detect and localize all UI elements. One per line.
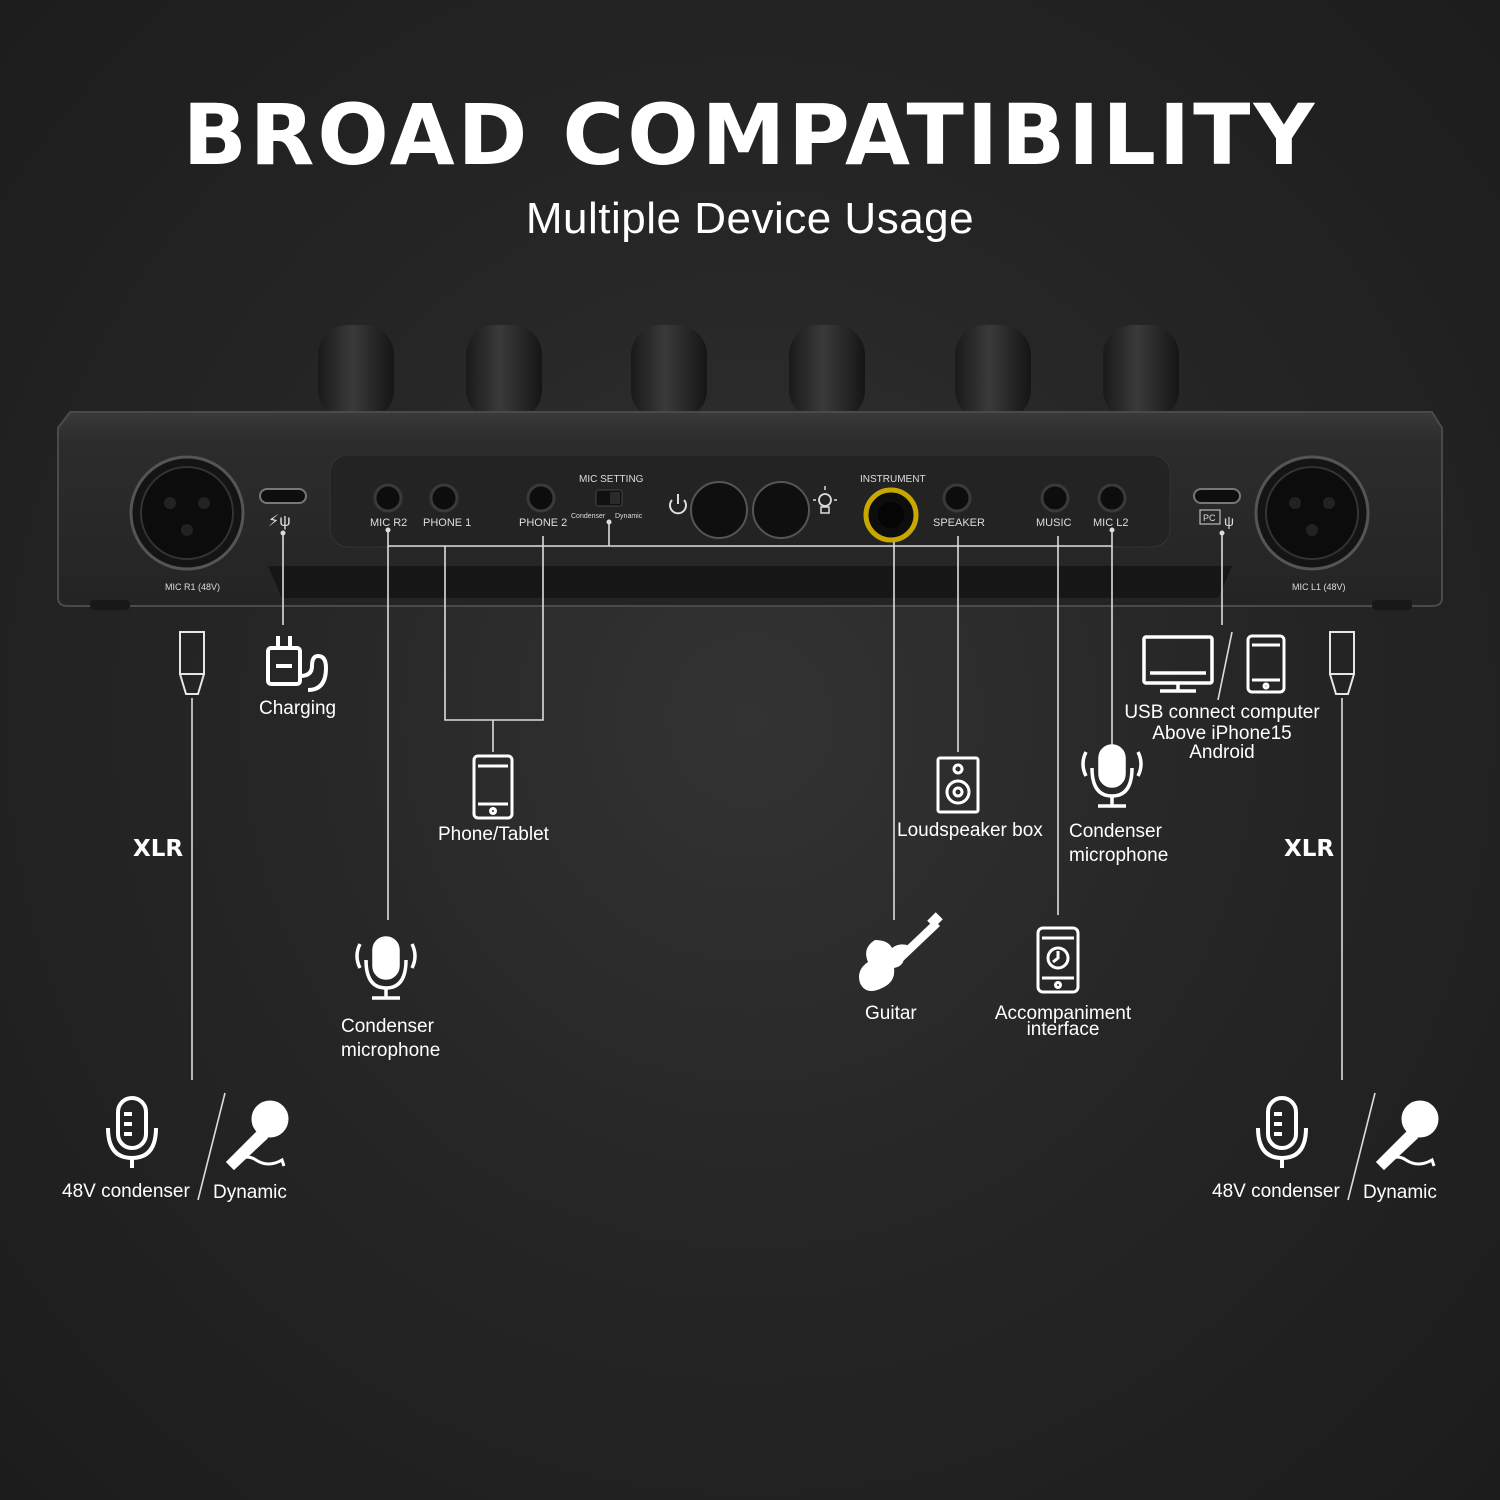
port-label-mic-r2: MIC R2 — [370, 517, 407, 529]
label-condenser-left-line1: Condenser — [341, 1016, 434, 1037]
mixer-body — [57, 411, 1443, 610]
dynamic-mic-icon — [225, 1100, 289, 1171]
label-guitar: Guitar — [865, 1003, 917, 1024]
phone-icon — [472, 754, 514, 820]
port-label-mic-r1: MIC R1 (48V) — [165, 582, 220, 592]
tablet-icon — [1246, 634, 1286, 694]
usb-c-pc-port[interactable] — [1193, 488, 1241, 504]
condenser-mic-icon — [1081, 744, 1143, 808]
label-xlr-right: XLR — [1284, 836, 1335, 862]
connection-dots — [280, 519, 1225, 536]
mic-setting-condenser: Condenser — [571, 513, 606, 520]
connection-lines — [191, 522, 1376, 1201]
jack-music[interactable] — [1040, 483, 1070, 513]
jack-phone1[interactable] — [429, 483, 459, 513]
instrument-jack[interactable] — [863, 487, 919, 543]
label-accompaniment-line1: Accompaniment — [994, 1003, 1132, 1024]
label-accompaniment-line2: interface — [1026, 1019, 1100, 1040]
port-label-phone2: PHONE 2 — [519, 517, 567, 529]
usb-c-charge-port[interactable] — [259, 488, 307, 504]
charge-usb-icon: ⚡︎ψ — [268, 513, 291, 530]
jack-speaker[interactable] — [942, 483, 972, 513]
condenser-mic-icon — [106, 1096, 158, 1168]
port-label-pc: PC — [1203, 513, 1216, 523]
label-condenser-left-line2: microphone — [341, 1040, 441, 1061]
label-charging: Charging — [259, 698, 337, 719]
xlr-plug-icon — [179, 631, 205, 695]
jack-mic-l2[interactable] — [1097, 483, 1127, 513]
power-icon — [669, 494, 687, 515]
jacks — [373, 483, 1127, 513]
page-title: BROAD COMPATIBILITY — [182, 86, 1318, 184]
jack-phone2[interactable] — [526, 483, 556, 513]
charging-icon — [266, 636, 328, 692]
loudspeaker-icon — [936, 756, 980, 814]
xlr-plug-icon — [1329, 631, 1355, 695]
power-button[interactable] — [690, 481, 748, 539]
port-label-music: MUSIC — [1036, 517, 1072, 529]
page-subtitle: Multiple Device Usage — [525, 194, 975, 243]
label-condenser-right-line2: microphone — [1069, 845, 1169, 866]
condenser-mic-icon — [355, 936, 417, 1000]
label-usb-line3: Android — [1189, 742, 1255, 763]
dynamic-mic-icon — [1375, 1100, 1439, 1171]
instrument-label: INSTRUMENT — [860, 474, 926, 485]
label-xlr-left: XLR — [133, 836, 184, 862]
port-label-phone1: PHONE 1 — [423, 517, 471, 529]
jack-mic-r2[interactable] — [373, 483, 403, 513]
label-48v-right: 48V condenser — [1212, 1181, 1340, 1202]
mic-setting-label: MIC SETTING — [579, 474, 644, 485]
xlr-port-right[interactable] — [1254, 455, 1370, 571]
label-phone-tablet: Phone/Tablet — [438, 824, 549, 845]
guitar-icon — [859, 912, 943, 992]
port-label-speaker: SPEAKER — [933, 517, 985, 529]
label-dynamic-right: Dynamic — [1363, 1182, 1437, 1203]
pc-usb-icon: ψ — [1224, 513, 1234, 529]
label-loudspeaker: Loudspeaker box — [897, 820, 1043, 841]
label-condenser-right-line1: Condenser — [1069, 821, 1162, 842]
port-label-mic-l2: MIC L2 — [1093, 517, 1128, 529]
label-48v-left: 48V condenser — [62, 1181, 190, 1202]
xlr-port-left[interactable] — [129, 455, 245, 571]
label-usb-line2: Above iPhone15 — [1152, 723, 1292, 744]
mic-setting-dynamic: Dynamic — [615, 513, 643, 520]
label-dynamic-left: Dynamic — [213, 1182, 287, 1203]
monitor-icon — [1142, 635, 1214, 693]
light-icon — [813, 486, 837, 514]
light-button[interactable] — [752, 481, 810, 539]
label-usb-line1: USB connect computer — [1124, 702, 1320, 723]
condenser-mic-icon — [1256, 1096, 1308, 1168]
mixer-knobs — [318, 325, 1179, 420]
port-label-mic-l1: MIC L1 (48V) — [1292, 582, 1346, 592]
accompaniment-phone-icon — [1036, 926, 1080, 994]
